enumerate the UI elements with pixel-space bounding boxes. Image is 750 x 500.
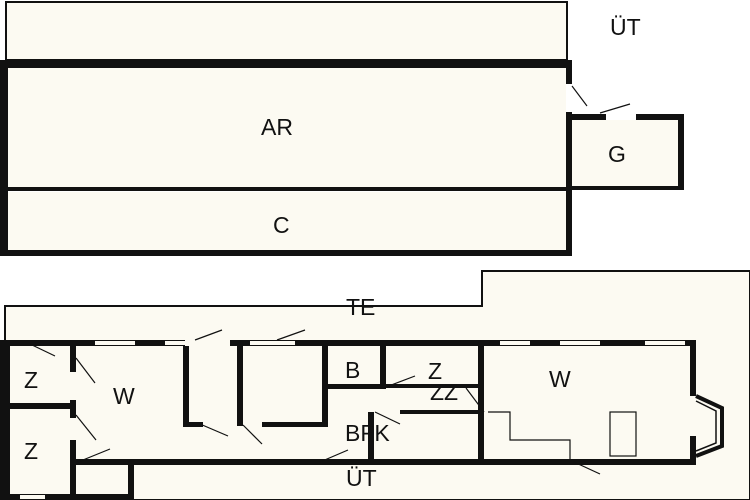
wall-z-right-3 xyxy=(70,440,76,500)
label-ar: AR xyxy=(261,114,293,140)
door-z-top xyxy=(29,343,56,357)
wall-z-divider xyxy=(10,403,72,409)
door-bfk-1 xyxy=(374,411,401,425)
kitchen-counter xyxy=(488,411,571,459)
wall-g-bottom xyxy=(566,186,684,190)
label-g: G xyxy=(608,141,626,167)
wall-hall-top xyxy=(0,60,572,68)
label-ut-bottom: ÜT xyxy=(346,465,377,491)
door-g xyxy=(599,103,631,114)
door-bfk-2 xyxy=(319,449,349,463)
label-z-left-bottom: Z xyxy=(24,438,38,464)
window-bottom-left xyxy=(20,495,45,499)
wall-house-bottom xyxy=(130,459,696,465)
door-closet-3 xyxy=(199,423,229,437)
door-zz xyxy=(465,387,485,413)
wall-closet-bottom-2 xyxy=(262,422,328,427)
window-top-2 xyxy=(165,341,185,345)
outdoor-area-top xyxy=(5,1,568,61)
label-w-right: W xyxy=(549,366,571,392)
wall-closet-bottom xyxy=(183,422,203,427)
window-top-4 xyxy=(250,341,295,345)
wall-hall-right-lower xyxy=(566,112,572,256)
wall-g-right xyxy=(678,114,684,190)
label-zz: ZZ xyxy=(430,379,458,405)
window-top-1 xyxy=(95,341,135,345)
door-closet-1 xyxy=(194,329,223,341)
room-c xyxy=(8,192,566,250)
door-w-right xyxy=(573,461,601,475)
wall-b-left xyxy=(322,346,328,426)
room-ar xyxy=(8,66,566,190)
label-te: TE xyxy=(346,294,375,320)
label-z-left-top: Z xyxy=(24,367,38,393)
door-w-left-1 xyxy=(75,357,96,384)
label-w-left: W xyxy=(113,383,135,409)
door-b xyxy=(385,375,416,388)
wall-g-top-left xyxy=(566,114,606,120)
wall-bfk-left xyxy=(368,412,374,464)
label-c: C xyxy=(273,212,290,238)
wall-closet-2 xyxy=(237,346,243,426)
wall-zz-right xyxy=(478,346,484,464)
bay-window xyxy=(695,394,724,458)
door-closet-2 xyxy=(276,329,306,341)
door-w-left-2 xyxy=(75,414,97,441)
wall-house-left xyxy=(0,340,10,500)
wall-b-right xyxy=(380,346,386,388)
wall-house-top-1 xyxy=(0,340,185,346)
wall-hall-left xyxy=(0,60,8,256)
wall-closet-1 xyxy=(183,346,189,426)
wall-hall-right-upper xyxy=(566,60,572,84)
label-b: B xyxy=(345,357,360,383)
window-top-5 xyxy=(500,341,530,345)
kitchen-appliance xyxy=(609,411,637,457)
wall-z-right xyxy=(70,346,76,372)
wall-hall-bottom xyxy=(0,250,572,256)
label-bfk: BFK xyxy=(345,420,390,446)
wall-house-right-upper xyxy=(690,340,696,396)
wall-bfk-top xyxy=(400,410,484,414)
label-ut-top: ÜT xyxy=(610,14,641,40)
wall-house-right-lower xyxy=(690,436,696,465)
bay-window-inner xyxy=(695,400,717,452)
upper-building xyxy=(0,1,684,256)
wall-zz-top xyxy=(386,384,484,388)
lower-building xyxy=(0,270,750,500)
door-w-left-3 xyxy=(77,448,111,463)
window-top-3 xyxy=(195,341,230,345)
window-top-6 xyxy=(560,341,600,345)
window-top-7 xyxy=(645,341,685,345)
wall-b-bottom xyxy=(328,384,386,389)
wall-g-top-right xyxy=(636,114,684,120)
wall-z-right-2 xyxy=(70,400,76,418)
label-z-mid: Z xyxy=(428,358,442,384)
room-labels: ÜT AR G C TE Z Z W B Z ZZ W BFK ÜT xyxy=(24,14,641,491)
door-closet-4 xyxy=(242,424,263,445)
room-g xyxy=(572,120,678,188)
wall-z-bottom-corner xyxy=(70,459,134,465)
wall-z-bottom-stub xyxy=(128,459,134,500)
door-hall-right xyxy=(571,85,588,107)
wall-house-bottom-left xyxy=(0,494,134,500)
wall-ar-c-divider xyxy=(8,187,566,191)
